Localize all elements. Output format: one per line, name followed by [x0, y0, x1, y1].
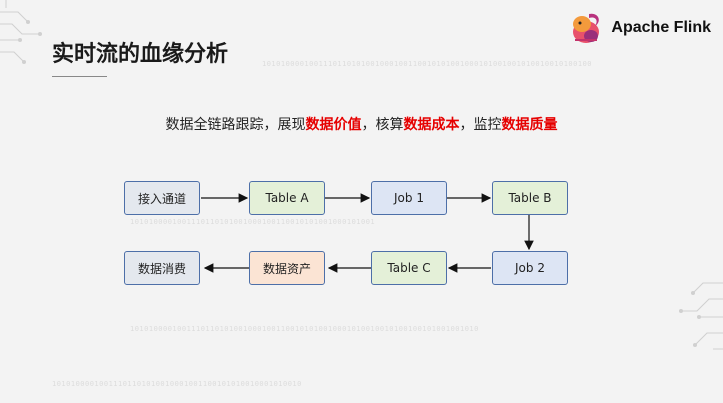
node-table-b: Table B	[492, 181, 568, 215]
node-data-consumption: 数据消费	[124, 251, 200, 285]
subtitle-highlight: 数据价值	[305, 117, 362, 133]
node-job-2: Job 2	[492, 251, 568, 285]
subtitle-highlight: 数据成本	[403, 117, 460, 133]
subtitle-part: ，核算	[361, 117, 404, 133]
binary-watermark: 1010100001001110110101001000100110010101…	[52, 380, 302, 388]
node-job-1: Job 1	[371, 181, 447, 215]
subtitle-highlight: 数据质量	[501, 117, 558, 133]
circuit-decoration-icon	[679, 282, 723, 350]
subtitle: 数据全链路跟踪，展现数据价值，核算数据成本，监控数据质量	[0, 114, 723, 134]
node-data-asset: 数据资产	[249, 251, 325, 285]
node-table-c: Table C	[371, 251, 447, 285]
node-access-channel: 接入通道	[124, 181, 200, 215]
brand: Apache Flink	[569, 10, 711, 46]
binary-watermark: 1010100001001110110101001000100110010101…	[130, 218, 376, 226]
binary-watermark: 1010100001001110110101001000100110010101…	[130, 325, 479, 333]
flink-squirrel-logo-icon	[573, 13, 600, 43]
title-underline	[52, 76, 107, 77]
subtitle-part: ，监控	[459, 117, 502, 133]
node-table-a: Table A	[249, 181, 325, 215]
slide-title: 实时流的血缘分析	[52, 42, 229, 67]
circuit-decoration-icon	[0, 0, 42, 64]
brand-name: Apache Flink	[611, 19, 711, 36]
subtitle-part: 数据全链路跟踪，展现	[165, 117, 306, 133]
binary-watermark: 1010100001001110110101001000100110010101…	[262, 60, 593, 68]
